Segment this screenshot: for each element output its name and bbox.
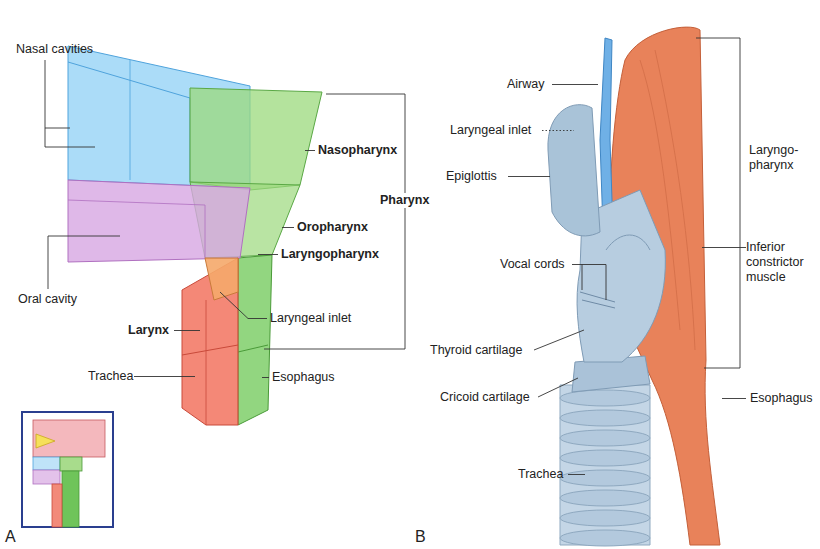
trachea-rings — [560, 390, 650, 546]
leader-line — [542, 130, 574, 131]
trachea-tube — [560, 385, 650, 545]
leader-line — [572, 265, 606, 301]
part-label: Cricoid cartilage — [438, 390, 532, 405]
inset-frame — [22, 412, 113, 527]
epiglottis — [548, 105, 600, 236]
tracheal-ring — [560, 510, 650, 526]
part-label: B — [413, 528, 428, 546]
leader-line — [534, 330, 584, 350]
nasopharynx-block — [190, 88, 322, 190]
leader-line — [508, 176, 550, 177]
leader-lines — [508, 38, 746, 475]
part-label: Esophagus — [748, 391, 815, 406]
vocal-cords — [580, 292, 615, 308]
laryngopharynx-block — [238, 255, 272, 425]
oral-block — [68, 180, 250, 262]
larynx-block — [182, 258, 238, 425]
inset-pharynx — [60, 457, 82, 471]
tracheal-ring — [560, 450, 650, 466]
leader-line — [722, 398, 746, 399]
block-edge — [182, 345, 238, 355]
part-label: Nasal cavities — [14, 42, 95, 57]
inset-head — [33, 420, 105, 457]
block-edge — [68, 62, 190, 182]
tracheal-ring — [560, 470, 650, 486]
part-label: Nasopharynx — [316, 143, 399, 158]
leader-line — [174, 330, 200, 331]
inset-arrow — [36, 434, 55, 448]
part-label: Epiglottis — [444, 169, 499, 184]
part-label: Laryngeal inlet — [268, 311, 353, 326]
tracheal-ring — [560, 410, 650, 426]
block-edge — [68, 200, 205, 258]
tracheal-ring — [560, 490, 650, 506]
part-label: Airway — [505, 77, 547, 92]
part-label: Trachea — [516, 467, 565, 482]
part-label: Pharynx — [378, 193, 431, 208]
leader-line — [262, 377, 269, 378]
block-edge — [130, 60, 131, 180]
leader-line — [220, 292, 267, 319]
leader-line — [48, 236, 120, 289]
leader-line — [282, 227, 294, 228]
part-label: Oropharynx — [295, 220, 370, 235]
part-label: Larynx — [126, 323, 171, 338]
leader-line — [45, 60, 95, 147]
block-edge — [238, 345, 268, 352]
tracheal-ring — [560, 430, 650, 446]
inset-nasal — [33, 457, 60, 470]
inset-esophagus — [62, 471, 79, 527]
part-label: Thyroid cartilage — [428, 343, 524, 358]
leader-line — [305, 150, 315, 151]
part-label: Vocal cords — [498, 257, 567, 272]
tracheal-ring — [560, 530, 650, 546]
block-edge — [206, 300, 207, 425]
part-label: Oral cavity — [16, 292, 79, 307]
leader-line — [258, 254, 278, 255]
leader-line — [538, 378, 578, 397]
tracheal-ring — [560, 390, 650, 406]
part-label: Laryngopharynx — [279, 247, 381, 262]
laryngeal-fold — [606, 235, 650, 250]
inset-oral — [33, 470, 60, 484]
larynx-illustration — [548, 27, 720, 546]
leader-line — [552, 84, 598, 85]
part-label: Laryngeal inlet — [448, 123, 533, 138]
part-label: Esophagus — [270, 370, 337, 385]
leader-line — [702, 247, 746, 248]
part-label: Trachea — [86, 369, 135, 384]
part-label: Laryngo- pharynx — [747, 143, 813, 173]
bracket — [264, 94, 405, 349]
inset-larynx — [52, 484, 62, 527]
bracket — [696, 38, 740, 368]
leader-lines — [45, 60, 405, 378]
leader-line — [134, 376, 195, 377]
part-label: A — [3, 528, 18, 546]
block-model — [68, 46, 322, 425]
inset-key — [22, 412, 113, 527]
leader-line — [568, 474, 585, 475]
part-label: Inferior constrictor muscle — [744, 240, 816, 285]
